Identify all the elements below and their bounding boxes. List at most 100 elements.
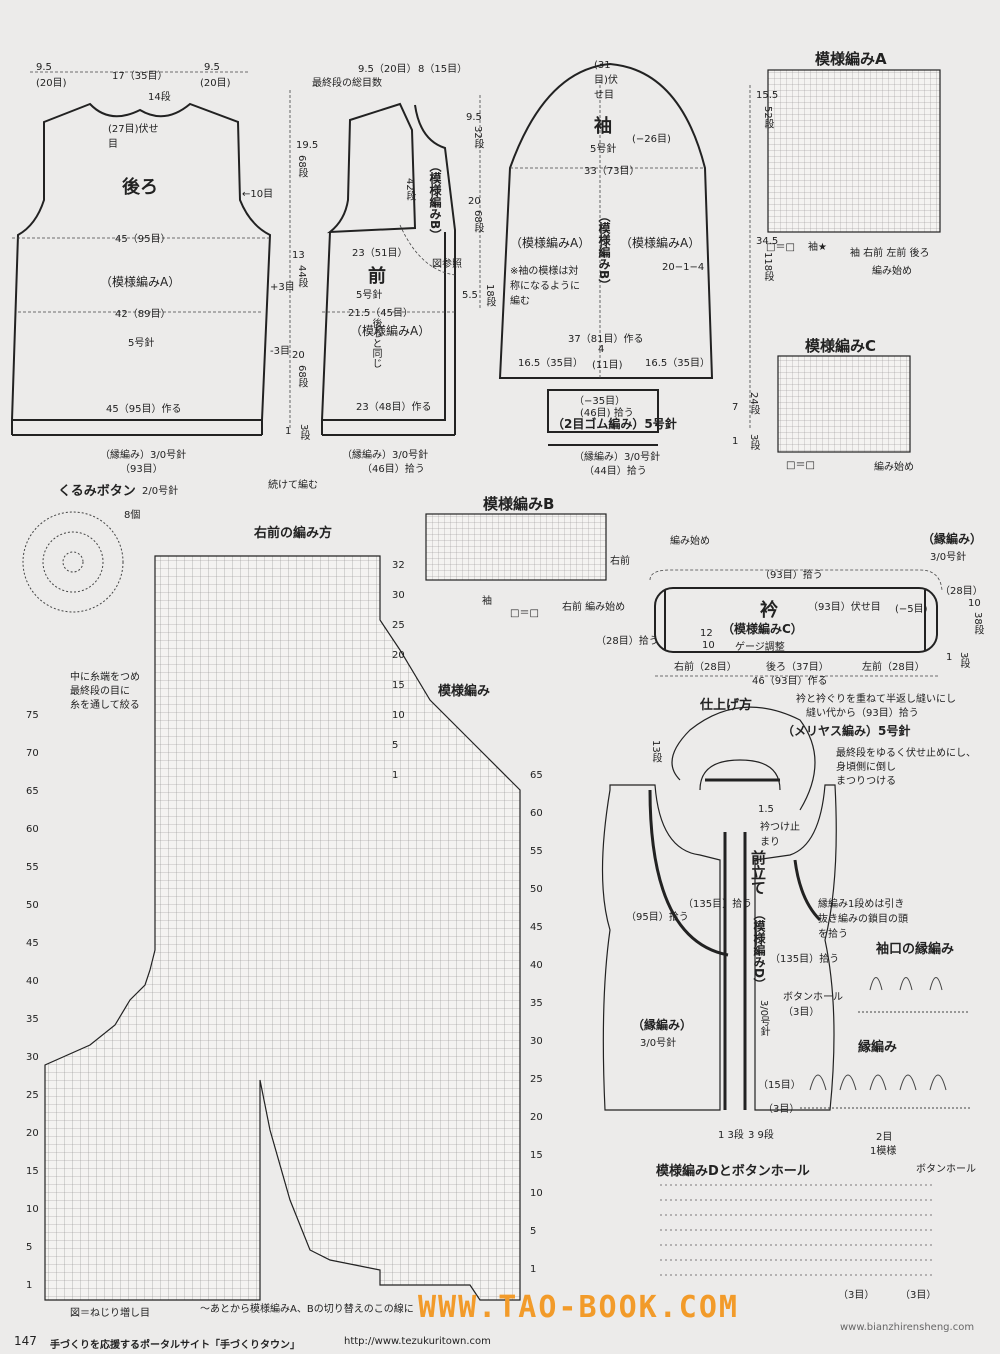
pattern-a-title: 模様編みA (815, 50, 887, 68)
row-number-left: 70 (26, 748, 39, 759)
collar-bottom-back: 後ろ（37目） (766, 662, 829, 673)
back-lower-length: 20 (292, 350, 305, 361)
back-lower-rows: 68段 (296, 365, 307, 388)
watermark-text: WWW.TAO-BOOK.COM (418, 1290, 739, 1325)
pattern-d-buttonhole: ボタンホール (916, 1164, 976, 1175)
pattern-b-start: 編み始め (670, 536, 710, 547)
back-hem-width: 45（95目）作る (106, 404, 182, 415)
finishing-sts3: （3目） (763, 1104, 800, 1115)
finishing-adjust: 縁編み1段めは引き抜き編みの鎖目の頭を拾う (818, 899, 908, 940)
finishing-front-band-pattern: （模様編みD） (752, 908, 766, 990)
front-border-pickup: （46目）拾う (362, 464, 425, 475)
button-count: 8個 (124, 510, 141, 521)
row-number-right: 32 (392, 560, 405, 571)
front-width-215: 21.5（45目） (348, 308, 413, 319)
button-note3: 糸を通して絞る (70, 700, 140, 711)
collar-minus5: (−5目) (895, 604, 928, 615)
collar-gauge: ゲージ調整 (735, 642, 785, 653)
front-dim-20: 20 (468, 196, 481, 207)
back-needle: 5号針 (128, 338, 155, 349)
row-number-right: 5 (530, 1226, 537, 1237)
front-pattern-b: （模様編みB） (428, 160, 442, 242)
button-needle: 2/0号針 (142, 486, 179, 497)
pattern-b-sleeve: 袖 (482, 596, 492, 607)
finishing-bottom13: 1 3段 (718, 1130, 744, 1141)
row-number-left: 55 (26, 862, 39, 873)
sleeve-inc-note: 20−1−4 (662, 262, 705, 273)
row-number-right: 1 (392, 770, 399, 781)
row-number-left: 35 (26, 1014, 39, 1025)
back-top-left-width: 9.5 (36, 62, 52, 73)
back-top-right-width: 9.5 (204, 62, 220, 73)
back-mid-length: 13 (292, 250, 305, 261)
back-waist-width: 42（89目） (115, 309, 171, 320)
pattern-b-right-front: 右前 (610, 556, 630, 567)
cuff-border-title: 袖口の縁編み (876, 942, 955, 957)
row-number-right: 10 (530, 1188, 543, 1199)
collar-border: （縁編み） (922, 532, 983, 546)
sleeve-bottom-width: 37（81目）作る (568, 334, 644, 345)
front-dim-32: 32段 (472, 126, 483, 149)
finishing-dim15: 1.5 (758, 804, 774, 815)
sleeve-pattern-a-left: （模様編みA） (510, 236, 591, 250)
sleeve-body-rows: 118段 (762, 252, 773, 282)
row-number-left: 1 (26, 1280, 33, 1291)
sleeve-rib-rows: 24段 (748, 392, 759, 415)
front-piece-dims (322, 95, 481, 313)
finishing-note2: 縫い代から（93目）拾う (806, 708, 919, 719)
right-front-grid (44, 555, 521, 1301)
sleeve-right-16: 16.5（35目） (645, 358, 710, 369)
right-front-title: 右前の編み方 (254, 526, 333, 541)
button-note1: 中に糸端をつめ (70, 672, 140, 683)
row-number-right: 10 (392, 710, 405, 721)
pattern-d-sts3b: （3目） (900, 1290, 937, 1301)
sleeve-cap-dec: (−26目) (632, 134, 671, 145)
sleeve-title: 袖 (594, 116, 612, 137)
back-top-right-sts: (20目) (200, 78, 231, 89)
collar-title: 衿 (760, 600, 778, 621)
footer-text: 手づくりを応援するポータルサイト「手づくりタウン」 (50, 1340, 300, 1351)
front-pattern-a: （模様編みA） (350, 324, 431, 338)
finishing-outline (601, 706, 837, 1111)
collar-right-28: （28目） (940, 586, 983, 597)
finishing-front-band: 前立て (749, 850, 767, 895)
sleeve-border-h: 1 (732, 436, 739, 447)
row-number-right: 35 (530, 998, 543, 1009)
front-neck-note: 最終段の総目数 (312, 78, 382, 89)
sleeve-border: （縁編み）3/0号針 (574, 452, 661, 463)
pattern-d-sts3a: （3目） (838, 1290, 875, 1301)
collar-bottom-left: 左前（28目） (862, 662, 925, 673)
watermark-site: www.bianzhirensheng.com (840, 1322, 975, 1333)
sleeve-body-height: 34.5 (756, 236, 779, 247)
front-dim-18: 18段 (484, 284, 495, 307)
front-piece-outline (320, 102, 456, 436)
back-top-left-sts: (20目) (36, 78, 67, 89)
sleeve-left-16: 16.5（35目） (518, 358, 583, 369)
pattern-c-start: 編み始め (874, 462, 914, 473)
row-number-right: 25 (530, 1074, 543, 1085)
sleeve-width: 33（73目） (584, 166, 640, 177)
collar-h38: 38段 (972, 612, 983, 635)
row-number-right: 30 (392, 590, 405, 601)
row-number-right: 20 (392, 650, 405, 661)
pattern-a-footer-sleeve: 袖★ (808, 242, 827, 253)
finishing-pickup135a: （135目）拾う (683, 899, 753, 910)
front-continue-note: 続けて編む (268, 480, 318, 491)
cuff-border-repeat-note: 1模様 (870, 1146, 897, 1157)
back-top-center: 17（35目） (112, 71, 168, 82)
front-title: 前 (368, 266, 386, 287)
pattern-b-right-start: 右前 編み始め (562, 602, 626, 613)
row-number-right: 55 (530, 846, 543, 857)
sleeve-pattern-a-right: （模様編みA） (620, 236, 701, 250)
collar-h10: 10 (968, 598, 981, 609)
front-top-sts-a: 9.5（20目） (358, 64, 417, 75)
row-number-right: 15 (530, 1150, 543, 1161)
back-pattern: （模様編みA） (100, 275, 181, 289)
row-number-left: 25 (26, 1090, 39, 1101)
pattern-b-title: 模様編みB (483, 495, 555, 513)
pattern-c-title: 模様編みC (805, 337, 877, 355)
sleeve-pattern-b: （模様編みB） (597, 210, 611, 292)
back-border-pickup: （93目） (120, 464, 163, 475)
